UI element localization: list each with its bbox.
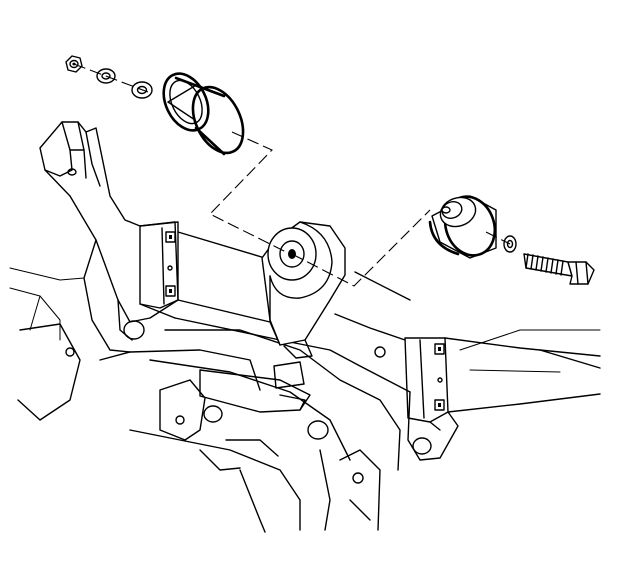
bushing-sleeve [162,72,245,156]
cup-bushing [428,195,497,259]
assembly-center-lines [73,63,511,287]
mount-bracket [261,221,346,359]
bolt [523,253,595,285]
frame [9,121,601,533]
